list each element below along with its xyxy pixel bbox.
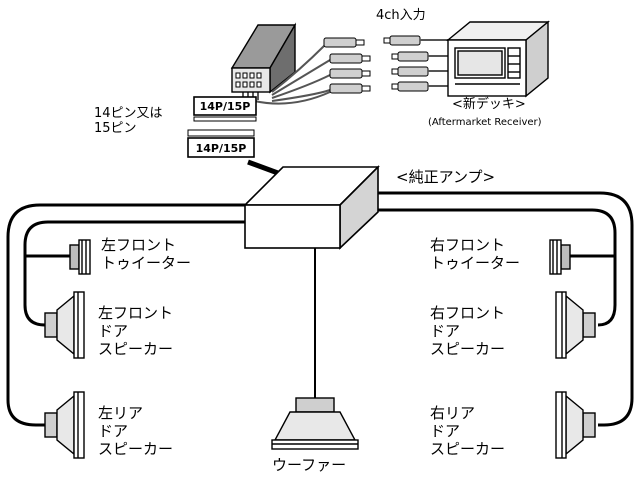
oem-amplifier [243, 165, 380, 250]
left-tweeter [69, 239, 91, 275]
speaker-wiring [6, 191, 634, 427]
left-front-door-speaker [44, 291, 85, 359]
label-new-deck: <新デッキ> [452, 97, 526, 112]
rca-cables [249, 44, 331, 105]
label-right-front-tweeter-line2: トゥイーター [430, 254, 521, 272]
connector-bottom-label: 14P/15P [196, 142, 247, 155]
label-left-front-door: 左フロント ドア スピーカー [98, 304, 173, 358]
label-aftermarket-receiver: (Aftermarket Receiver) [428, 117, 542, 128]
connector-bottom: 14P/15P [187, 129, 255, 158]
label-right-rear-door: 右リア ドア スピーカー [430, 404, 505, 458]
rca-plugs [323, 35, 429, 94]
label-right-front-tweeter: 右フロント トゥイーター [430, 236, 520, 272]
label-left-rear-door-line1: 左リア [98, 404, 144, 422]
label-left-front-door-line3: スピーカー [98, 340, 174, 358]
label-pin-note: 14ピン又は 15ピン [94, 106, 163, 136]
right-rear-door-speaker [555, 391, 596, 459]
aftermarket-deck [446, 20, 550, 98]
wire-left-rear [6, 203, 245, 427]
wire-left-front [23, 220, 245, 327]
label-left-front-tweeter: 左フロント トゥイーター [101, 236, 191, 272]
label-woofer: ウーファー [272, 456, 347, 474]
label-4ch-input: 4ch入力 [376, 8, 426, 23]
woofer-speaker [271, 397, 359, 450]
harness-adapter [230, 22, 297, 94]
label-right-front-door: 右フロント ドア スピーカー [430, 304, 505, 358]
rca-deck-cables [420, 39, 450, 87]
label-pin-note-line2: 15ピン [94, 121, 137, 136]
label-left-front-tweeter-line2: トゥイーター [101, 254, 192, 272]
label-left-front-tweeter-line1: 左フロント [101, 236, 177, 254]
label-oem-amp: <純正アンプ> [396, 168, 496, 186]
connector-top-label: 14P/15P [200, 100, 251, 113]
label-left-rear-door-line2: ドア [98, 422, 129, 440]
right-tweeter [549, 239, 571, 275]
label-pin-note-line1: 14ピン又は [94, 106, 163, 121]
label-right-rear-door-line1: 右リア [430, 404, 476, 422]
label-left-rear-door-line3: スピーカー [98, 440, 174, 458]
connector-top: 14P/15P [193, 96, 257, 122]
label-right-rear-door-line3: スピーカー [430, 440, 506, 458]
label-right-front-door-line2: ドア [430, 322, 461, 340]
right-front-door-speaker [555, 291, 596, 359]
wire-right-front [378, 208, 617, 327]
label-left-front-door-line2: ドア [98, 322, 129, 340]
left-rear-door-speaker [44, 391, 85, 459]
label-right-front-door-line1: 右フロント [430, 304, 506, 322]
label-left-front-door-line1: 左フロント [98, 304, 174, 322]
label-right-front-tweeter-line1: 右フロント [430, 236, 506, 254]
label-right-front-door-line3: スピーカー [430, 340, 506, 358]
label-left-rear-door: 左リア ドア スピーカー [98, 404, 173, 458]
wire-right-rear [378, 191, 634, 427]
label-right-rear-door-line2: ドア [430, 422, 461, 440]
